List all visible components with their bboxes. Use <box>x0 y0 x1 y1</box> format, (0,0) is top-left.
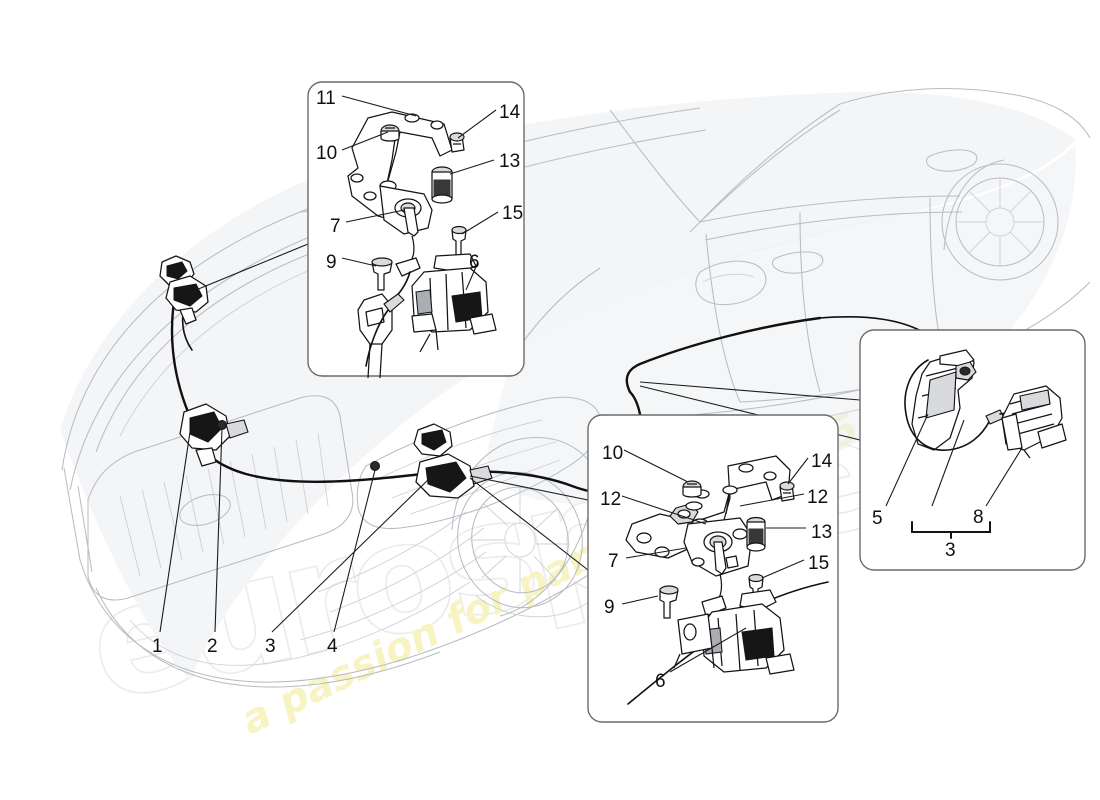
rear-wheel <box>941 163 1059 281</box>
lower-center-clip-14 <box>779 481 795 502</box>
box1-label-7: 7 <box>330 216 341 237</box>
box1-label-6: 6 <box>469 252 480 273</box>
lower-center-latch-assembly-6 <box>673 589 795 675</box>
upper-left-bush-13 <box>431 166 453 204</box>
car-mounted-latch-left-lower <box>165 275 209 325</box>
lower-center-bush-13 <box>746 516 766 552</box>
upper-left-bracket-plate <box>347 111 453 277</box>
right-detail-box: 5 8 3 <box>859 329 1086 571</box>
anchor-dot-4 <box>370 461 380 471</box>
box1-label-14: 14 <box>499 102 521 123</box>
car-mounted-latch-right-upper <box>413 423 453 457</box>
box2-label-9: 9 <box>604 597 615 618</box>
box2-label-12-left: 12 <box>600 489 621 510</box>
main-callout-2: 2 <box>207 636 218 657</box>
box2-label-13: 13 <box>811 522 832 543</box>
lower-center-bracket-plate <box>625 455 791 617</box>
lower-center-detail-box: 10 12 7 9 14 12 13 15 6 <box>587 414 839 723</box>
car-mounted-latch-front <box>179 403 249 467</box>
front-wheel <box>457 471 583 609</box>
right-box-group-bracket <box>911 521 991 539</box>
right-release-handle-5 <box>904 349 1013 451</box>
box3-label-5: 5 <box>872 508 883 529</box>
right-connector-block-8 <box>1001 385 1067 459</box>
right-box-leaders <box>885 413 1023 507</box>
box2-label-12-right: 12 <box>807 487 828 508</box>
right-box-labels: 5 8 3 <box>872 507 984 561</box>
box2-label-15: 15 <box>808 553 829 574</box>
main-view-callout-numbers: 1 2 3 4 <box>152 636 338 657</box>
box1-label-15: 15 <box>502 203 523 224</box>
box3-label-8: 8 <box>973 507 984 528</box>
lower-center-screw-9 <box>659 585 679 619</box>
box2-label-7: 7 <box>608 551 619 572</box>
box2-label-14: 14 <box>811 451 833 472</box>
lower-center-box-labels: 10 12 7 9 14 12 13 15 6 <box>600 443 833 692</box>
box3-label-3: 3 <box>945 540 956 561</box>
car-mounted-latch-right-lower <box>415 453 493 499</box>
upper-left-box-labels: 11 10 7 9 14 13 15 6 <box>316 88 523 273</box>
box1-label-11: 11 <box>316 88 336 109</box>
upper-left-clip-14 <box>449 132 465 153</box>
main-view-leader-lines <box>159 427 433 633</box>
upper-left-hook-arm <box>357 271 411 379</box>
main-callout-4: 4 <box>327 636 338 657</box>
box1-label-13: 13 <box>499 151 520 172</box>
main-callout-3: 3 <box>265 636 276 657</box>
box2-label-10: 10 <box>602 443 623 464</box>
lower-center-box-leaders <box>621 449 809 673</box>
upper-left-screw-9 <box>371 257 393 291</box>
upper-left-detail-box: 11 10 7 9 14 13 15 6 <box>307 81 525 379</box>
box1-label-10: 10 <box>316 143 337 164</box>
lower-center-nut-10 <box>682 480 702 498</box>
main-callout-1: 1 <box>152 636 163 657</box>
box1-label-9: 9 <box>326 252 337 273</box>
box2-label-6: 6 <box>655 671 666 692</box>
upper-left-box-leaders <box>341 95 499 291</box>
lower-center-washer <box>685 501 703 511</box>
upper-left-nut-10 <box>380 124 400 142</box>
